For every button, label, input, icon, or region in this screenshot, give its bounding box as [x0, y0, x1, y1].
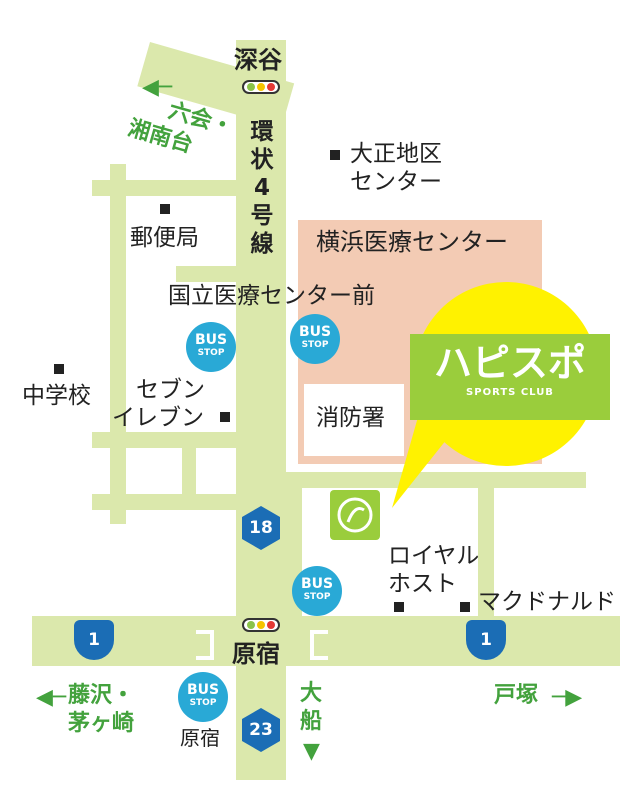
royal-host-marker	[394, 602, 404, 612]
bus-stop-name: 国立医療センター前	[168, 283, 375, 309]
traffic-signal-icon	[242, 80, 280, 94]
short-vertical-road	[182, 432, 196, 510]
route-1-sign: 1	[74, 620, 114, 660]
arrow-right-icon: ─▶	[552, 685, 583, 710]
fire-station-box	[304, 384, 404, 456]
hospital-label: 横浜医療センター	[316, 228, 508, 256]
brand-sub: SPORTS CLUB	[466, 387, 554, 398]
taisho-label-2: センター	[350, 169, 442, 195]
junior-high-marker	[54, 364, 64, 374]
club-logo-icon	[330, 490, 380, 540]
lower-horizontal-road-2	[92, 494, 238, 510]
arrow-left-icon: ◀─	[36, 685, 67, 710]
direction-bottom-right: 戸塚	[494, 683, 539, 708]
middle-horizontal-road	[176, 266, 238, 282]
left-vertical-road	[110, 164, 126, 524]
bus-stop-bottom-label: 原宿	[180, 726, 220, 750]
direction-bottom-center-2: 船	[300, 709, 323, 734]
seven-label-1: セブン	[136, 377, 205, 403]
crosswalk-right	[310, 630, 328, 660]
arrow-left-icon: ◀─	[142, 75, 173, 100]
fire-station-label: 消防署	[316, 405, 385, 431]
station-top-label: 深谷	[234, 46, 282, 74]
arrow-down-icon: ▼	[303, 739, 320, 764]
post-office-marker	[160, 204, 170, 214]
direction-bottom-left-2: 茅ヶ崎	[68, 711, 135, 736]
seven-marker	[220, 412, 230, 422]
brand-banner: ハピスポ SPORTS CLUB	[410, 334, 610, 420]
route-name: 環 状 4 号 線	[250, 119, 274, 257]
mcdonalds-label: マクドナルド	[478, 589, 616, 615]
upper-horizontal-road	[92, 180, 238, 196]
route-1-sign: 1	[466, 620, 506, 660]
royal-host-label-2: ホスト	[388, 571, 457, 597]
far-right-vertical-road	[478, 472, 494, 622]
direction-bottom-left-1: 藤沢・	[68, 683, 135, 708]
taisho-marker	[330, 150, 340, 160]
brand-name: ハピスポ	[433, 341, 586, 385]
junior-high-label: 中学校	[22, 383, 91, 409]
seven-label-2: イレブン	[112, 405, 204, 431]
station-bottom-label: 原宿	[232, 640, 280, 668]
traffic-signal-icon	[242, 618, 280, 632]
royal-host-label-1: ロイヤル	[388, 543, 480, 569]
right-horizontal-road	[286, 472, 586, 488]
direction-bottom-center-1: 大	[300, 681, 323, 706]
crosswalk-left	[196, 630, 214, 660]
taisho-label-1: 大正地区	[350, 141, 442, 167]
lower-horizontal-road	[92, 432, 238, 448]
post-office-label: 郵便局	[130, 225, 199, 251]
mcdonalds-marker	[460, 602, 470, 612]
